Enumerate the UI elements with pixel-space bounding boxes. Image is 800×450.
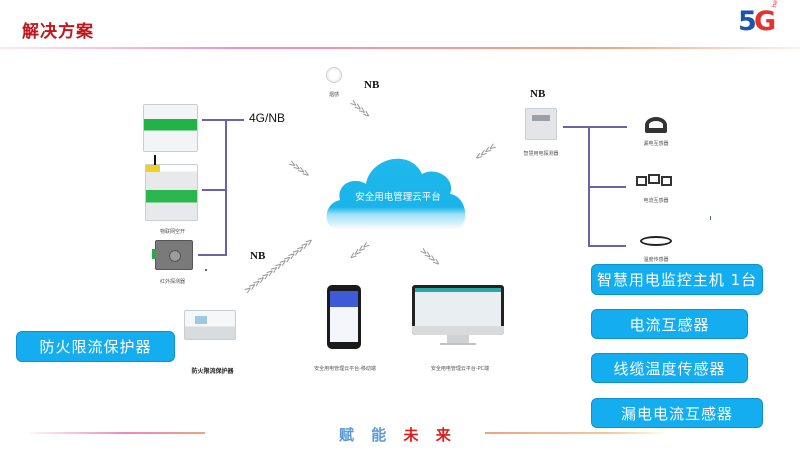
leakage-transformer-label: 漏电互感器 — [643, 141, 669, 147]
logo-5: 5 — [738, 6, 757, 37]
connector-line — [588, 245, 626, 247]
cable-temp-sensor-button[interactable]: 线缆温度传感器 — [591, 353, 748, 383]
infrared-detector-label: 红外探测器 — [159, 279, 185, 285]
logo-hello: hello — [771, 0, 781, 9]
cloud-icon — [326, 158, 466, 230]
pc-monitor-image — [412, 285, 504, 335]
mobile-client-label: 安全用电管理云平台-移动端 — [314, 366, 376, 372]
5g-logo: 5 G hello — [738, 0, 788, 42]
stray-mark — [205, 269, 207, 271]
pc-client-label: 安全用电管理云平台-PC端 — [430, 366, 490, 372]
logo-g: G — [754, 6, 777, 37]
smoke-detector-image — [326, 67, 342, 83]
smoke-detector-label: 烟感 — [328, 92, 339, 98]
host-monitor-button[interactable]: 智慧用电监控主机 1台 — [591, 264, 763, 295]
connector-line — [588, 186, 626, 188]
stray-mark — [710, 216, 711, 220]
connector-line — [202, 119, 244, 121]
fire-protector-image — [184, 310, 236, 340]
iot-air-switch-label: 物联网空开 — [159, 229, 185, 235]
temperature-sensor-image — [640, 236, 672, 246]
fire-protector-label: 防火限流保护器 — [191, 368, 234, 375]
smart-power-detector-image — [525, 108, 557, 140]
connector-line — [563, 126, 627, 128]
monitor-stand-base — [440, 343, 476, 345]
antenna-icon — [154, 155, 156, 167]
signal-chevrons: >>>> — [347, 98, 371, 120]
connector-line — [202, 189, 226, 191]
temperature-sensor-label: 温度传感器 — [643, 257, 669, 263]
signal-chevrons: >>>> — [286, 158, 311, 180]
cloud-platform: 安全用电管理云平台 — [318, 138, 478, 238]
signal-chevrons: >>>>>>>>>>>>>>> — [242, 237, 315, 297]
current-transformer-image — [636, 174, 674, 190]
monitor-stand — [447, 335, 469, 343]
yellow-tag — [146, 165, 160, 172]
leakage-transformer-button[interactable]: 漏电电流互感器 — [591, 398, 763, 428]
slogan-empower: 赋 能 — [339, 426, 393, 444]
footer-slogan: 赋 能 未 来 — [339, 424, 457, 445]
fire-protector-button[interactable]: 防火限流保护器 — [16, 331, 175, 362]
connector-line — [198, 254, 226, 256]
infrared-detector-image — [152, 240, 193, 270]
current-transformer-button[interactable]: 电流互感器 — [591, 309, 748, 339]
bus-line — [225, 119, 227, 256]
network-label-smoke-nb: NB — [364, 79, 380, 91]
leakage-transformer-image — [645, 117, 667, 133]
header-divider — [0, 47, 800, 49]
iot-air-switch-image — [145, 155, 198, 221]
circuit-breaker-image — [143, 104, 198, 152]
slogan-future: 未 来 — [403, 426, 457, 444]
network-label-4g-nb: 4G/NB — [249, 111, 286, 125]
signal-chevrons: >>>> — [417, 246, 441, 268]
mobile-phone-image — [327, 285, 361, 349]
smart-power-detector-label: 智慧用电探测器 — [523, 151, 559, 157]
footer-divider-left — [30, 432, 205, 434]
current-transformer-label: 电流互感器 — [643, 198, 669, 204]
network-label-nb: NB — [250, 250, 266, 262]
page-title: 解决方案 — [22, 22, 94, 42]
signal-chevrons: <<<< — [347, 241, 371, 263]
network-label-right-nb: NB — [530, 88, 546, 100]
cloud-label: 安全用电管理云平台 — [355, 192, 441, 203]
footer-divider-right — [485, 432, 665, 434]
